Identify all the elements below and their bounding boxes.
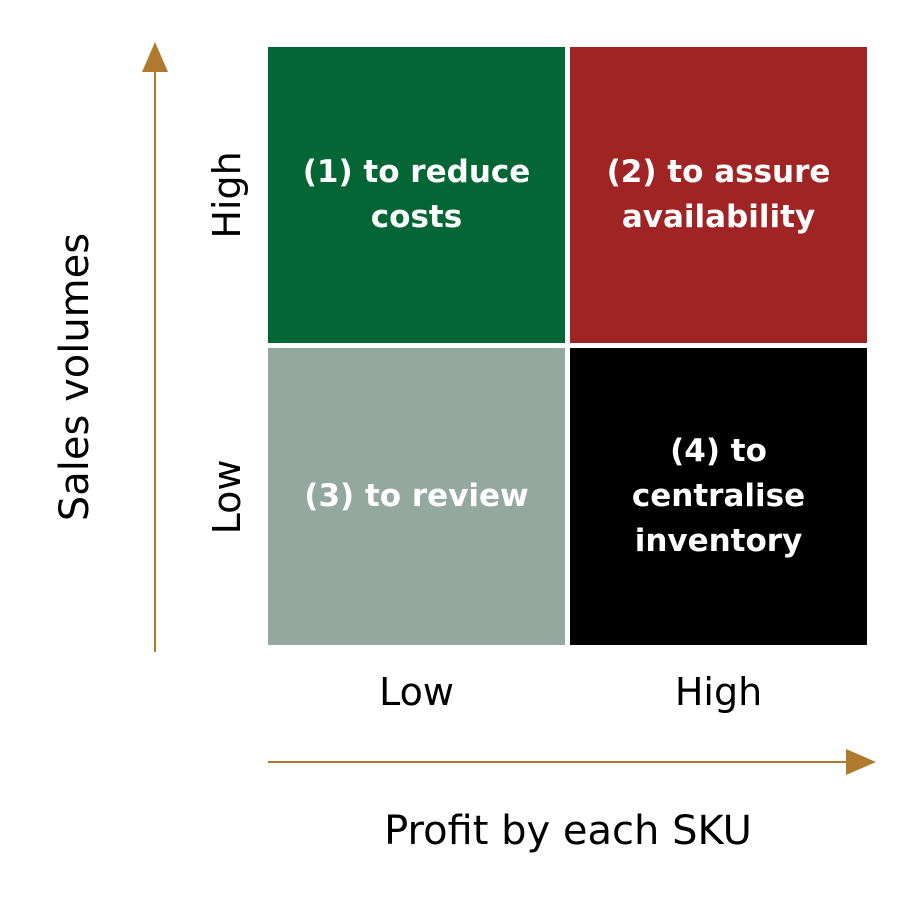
y-tick-low: Low [205,459,249,535]
y-axis-arrowhead [142,42,168,72]
quadrant-reduce-costs: (1) to reduce costs [268,47,565,343]
x-tick-high: High [674,670,763,714]
y-tick-high: High [205,151,249,239]
quadrant-label: (2) to assure availability [606,154,831,235]
x-tick-low: Low [379,670,454,714]
quadrant-centralise-inventory: (4) to centralise inventory [570,348,867,645]
quadrant-assure-availability: (2) to assure availability [570,47,867,343]
quadrant-label: (4) to centralise inventory [631,433,806,559]
quadrant-label: (3) to review [304,478,529,514]
x-axis-arrowhead [846,749,876,775]
x-axis-title: Profit by each SKU [384,808,752,854]
quadrant-label: (1) to reduce costs [302,154,531,235]
y-axis-title: Sales volumes [52,232,98,522]
quadrant-review: (3) to review [268,348,565,645]
